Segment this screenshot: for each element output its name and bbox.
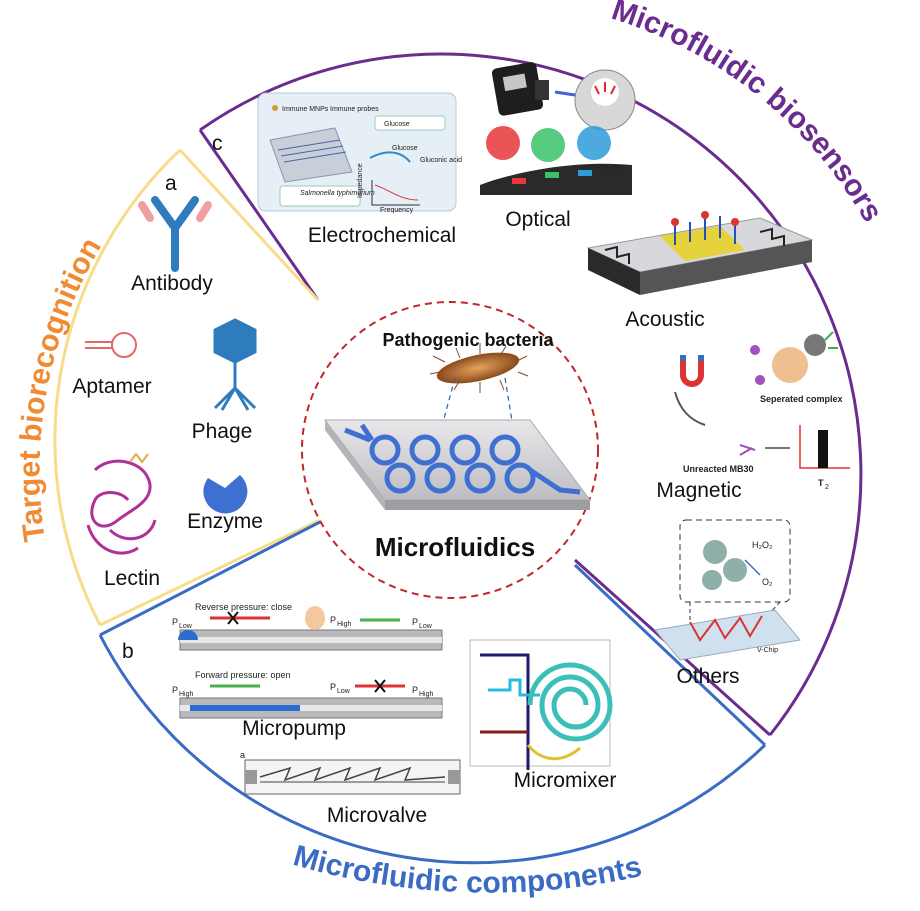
echem-impedance-text: Impedance	[357, 163, 364, 198]
pump-phigh-bottom-right: P	[412, 685, 418, 695]
echem-mnps-text: Immune MNPs	[282, 106, 329, 113]
optical-inset: "FL On"	[480, 62, 636, 195]
microfluidics-label: Microfluidics	[375, 532, 535, 562]
echem-probes-text: Immune probes	[330, 106, 379, 113]
microvalve-label: Microvalve	[327, 804, 427, 827]
components-divider-right	[573, 563, 767, 747]
optical-label: Optical	[505, 208, 570, 231]
others-vchip-text: V-Chip	[757, 647, 778, 654]
echem-salmonella-text: Salmonella typhimurium	[300, 190, 375, 197]
pump-reverse-text: Reverse pressure: close	[195, 602, 292, 612]
antibody-icon	[138, 196, 212, 272]
recognition-divider-bottom	[99, 518, 321, 627]
recognition-arc	[53, 148, 182, 626]
acoustic-label: Acoustic	[625, 308, 704, 331]
bacterium-icon	[429, 343, 529, 393]
antibody-label: Antibody	[131, 272, 213, 295]
pump-plow-top-right-sub: Low	[419, 623, 433, 630]
others-o2-text: O₂	[762, 577, 773, 587]
valve-a-text: a	[240, 750, 245, 760]
panel-c-label: c	[212, 132, 223, 155]
biosensors-divider-top	[198, 129, 320, 301]
panel-b-label: b	[122, 640, 134, 663]
micromixer-label: Micromixer	[514, 769, 617, 792]
pump-plow-bottom-sub: Low	[337, 688, 351, 695]
microfluidic-biosensors-title: Microfluidic biosensors	[608, 0, 889, 227]
pump-phigh-top: P	[330, 615, 336, 625]
electrochemical-label: Electrochemical	[308, 224, 456, 247]
pump-phigh-bottom-right-sub: High	[419, 691, 434, 698]
magnetic-inset: Seperated complex Unreacted MB30 T 2	[674, 331, 850, 491]
magnetic-unreacted-text: Unreacted MB30	[683, 464, 754, 474]
aptamer-icon	[85, 332, 137, 358]
magnetic-t2-text: T	[818, 478, 824, 488]
lectin-icon	[86, 452, 157, 555]
pump-plow-top: P	[172, 617, 178, 627]
panel-a-label: a	[165, 172, 177, 195]
pump-phigh-bottom-sub: High	[179, 691, 194, 698]
pump-plow-top-right: P	[412, 617, 418, 627]
pump-phigh-top-sub: High	[337, 621, 352, 628]
lectin-label: Lectin	[104, 567, 160, 590]
biosensors-arc	[199, 52, 863, 736]
microfluidic-chip-icon	[324, 419, 591, 510]
components-arc	[98, 634, 767, 865]
magnetic-t2-sub: 2	[825, 484, 829, 491]
pathogenic-bacteria-label: Pathogenic bacteria	[382, 330, 554, 350]
others-h2o2-text: H₂O₂	[752, 540, 773, 550]
pump-plow-bottom: P	[330, 682, 336, 692]
microfluidic-components-title: Microfluidic components	[290, 839, 645, 899]
micromixer-inset	[469, 639, 613, 770]
echem-glucose-box: Glucose	[384, 121, 410, 128]
recognition-divider-top	[178, 148, 320, 302]
pump-phigh-bottom: P	[172, 685, 178, 695]
magnetic-label: Magnetic	[656, 479, 741, 502]
acoustic-inset	[586, 211, 814, 295]
others-label: Others	[676, 665, 739, 688]
micropump-inset: Reverse pressure: close P Low P High P L…	[172, 602, 443, 719]
optical-flon-text: "FL On"	[600, 165, 625, 172]
components-divider-left	[99, 520, 321, 637]
echem-gluconic-text: Gluconic acid	[420, 157, 462, 164]
pump-forward-text: Forward pressure: open	[195, 670, 291, 680]
enzyme-icon	[203, 475, 248, 514]
phage-icon	[213, 318, 257, 411]
phage-label: Phage	[192, 420, 253, 443]
aptamer-label: Aptamer	[72, 375, 151, 398]
micropump-label: Micropump	[242, 717, 346, 740]
others-inset: H₂O₂ O₂ V-Chip	[654, 519, 801, 661]
enzyme-label: Enzyme	[187, 510, 263, 533]
pump-plow-top-sub: Low	[179, 623, 193, 630]
microvalve-inset: a	[240, 750, 461, 795]
electrochemical-inset: Immune MNPs Immune probes Glucose Glucos…	[257, 92, 462, 214]
echem-glucose-text: Glucose	[392, 145, 418, 152]
magnetic-separated-text: Seperated complex	[760, 394, 843, 404]
echem-frequency-text: Frequency	[380, 207, 414, 214]
